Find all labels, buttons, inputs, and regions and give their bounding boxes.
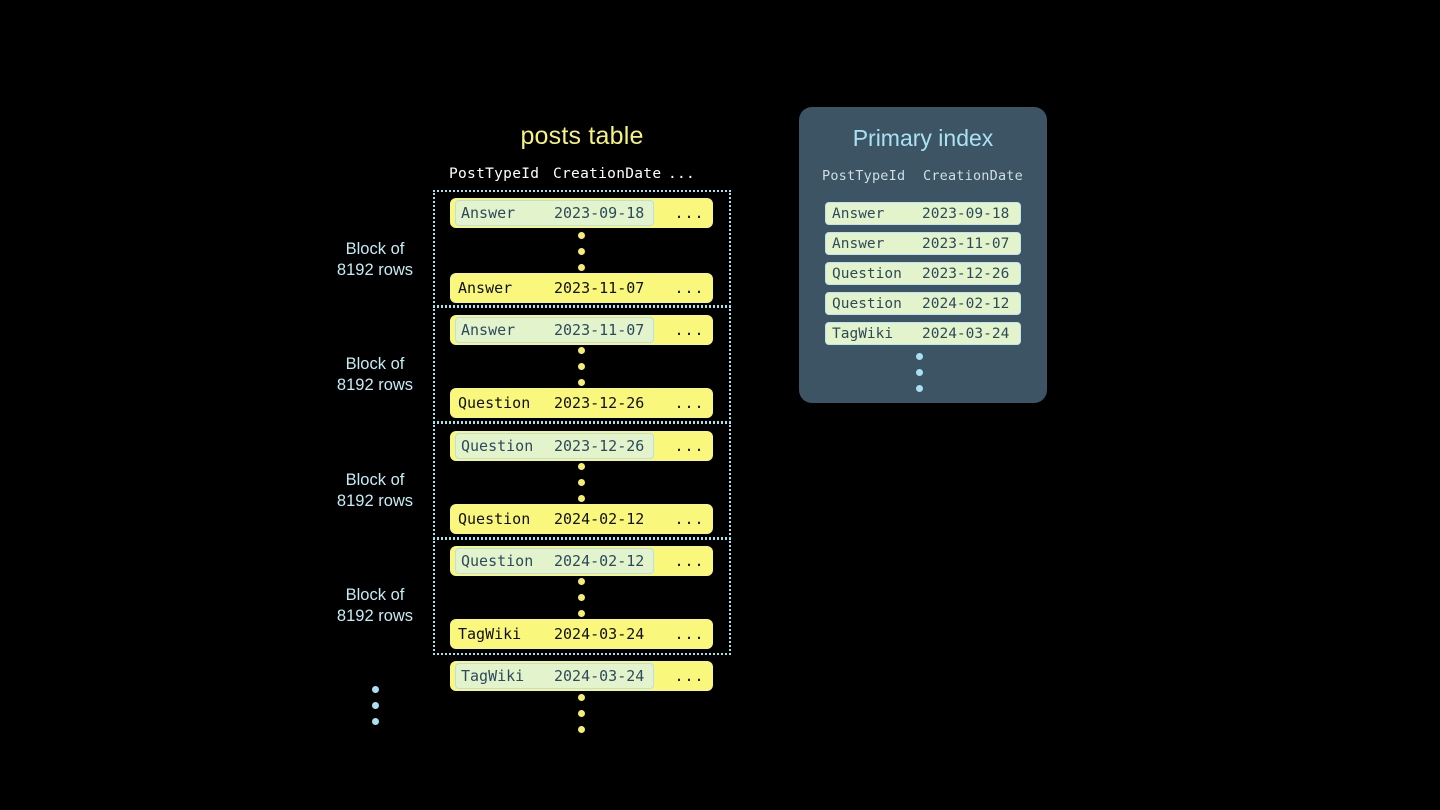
index-cell-creationdate: 2023-12-26 [922,265,1010,282]
cell-creationdate: 2023-11-07 [554,321,645,339]
row-mark-highlight [455,200,654,226]
cell-posttypeid: TagWiki [458,625,522,643]
table-row[interactable]: Question 2023-12-26 ... [450,388,713,418]
block-label-1-line2: 8192 rows [336,261,414,279]
block-label-2-line1: Block of [345,355,405,373]
index-cell-creationdate: 2023-11-07 [922,235,1010,252]
index-ellipsis-icon [912,353,926,392]
index-cell-posttypeid: Answer [832,235,885,252]
cell-posttypeid: Answer [461,321,516,339]
index-mark-row[interactable]: TagWiki 2024-03-24 [825,322,1021,345]
column-header-more: ... [668,166,696,182]
index-mark-row[interactable]: Answer 2023-09-18 [825,202,1021,225]
primary-index-column-headers: PostTypeId CreationDate [822,168,1032,184]
block-label-2-line2: 8192 rows [336,376,414,394]
cell-more: ... [674,279,705,297]
row-ellipsis-icon [574,463,588,502]
blocks-ellipsis-icon [368,686,382,725]
index-cell-posttypeid: Answer [832,205,885,222]
block-label-1: Block of 8192 rows [300,239,450,281]
table-row[interactable]: Answer 2023-11-07 ... [450,273,713,303]
index-cell-creationdate: 2023-09-18 [922,205,1010,222]
cell-more: ... [674,437,705,455]
row-ellipsis-icon [574,232,588,271]
primary-index-panel: Primary index PostTypeId CreationDate An… [799,107,1047,403]
cell-more: ... [674,204,705,222]
column-header-posttypeid: PostTypeId [449,166,540,182]
block-label-3: Block of 8192 rows [300,470,450,512]
row-mark-highlight [455,548,654,574]
index-cell-posttypeid: TagWiki [832,325,894,342]
cell-creationdate: 2023-12-26 [554,437,645,455]
cell-posttypeid: Question [458,394,531,412]
cell-more: ... [674,667,705,685]
block-label-4-line2: 8192 rows [336,607,414,625]
index-cell-creationdate: 2024-03-24 [922,325,1010,342]
index-mark-row[interactable]: Answer 2023-11-07 [825,232,1021,255]
posts-table-title: posts table [520,122,644,150]
cell-more: ... [674,625,705,643]
cell-creationdate: 2023-11-07 [554,279,645,297]
table-ellipsis-icon [574,694,588,733]
table-row[interactable]: TagWiki 2024-03-24 ... [450,661,713,691]
block-label-3-line2: 8192 rows [336,492,414,510]
index-cell-creationdate: 2024-02-12 [922,295,1010,312]
cell-creationdate: 2024-03-24 [554,667,645,685]
cell-creationdate: 2024-02-12 [554,510,645,528]
cell-creationdate: 2023-12-26 [554,394,645,412]
block-label-1-line1: Block of [345,240,405,258]
table-row[interactable]: Answer 2023-09-18 ... [450,198,713,228]
table-row[interactable]: Question 2023-12-26 ... [450,431,713,461]
column-header-creationdate: CreationDate [553,166,662,182]
index-cell-posttypeid: Question [832,265,902,282]
row-mark-highlight [455,663,654,689]
block-label-2: Block of 8192 rows [300,354,450,396]
cell-posttypeid: Answer [458,279,513,297]
block-label-4-line1: Block of [345,586,405,604]
row-ellipsis-icon [574,578,588,617]
index-cell-posttypeid: Question [832,295,902,312]
cell-creationdate: 2023-09-18 [554,204,645,222]
cell-posttypeid: Answer [461,204,516,222]
index-mark-row[interactable]: Question 2024-02-12 [825,292,1021,315]
table-row[interactable]: Answer 2023-11-07 ... [450,315,713,345]
row-mark-highlight [455,433,654,459]
block-label-4: Block of 8192 rows [300,585,450,627]
index-column-header-posttypeid: PostTypeId [822,168,906,184]
index-mark-row[interactable]: Question 2023-12-26 [825,262,1021,285]
table-row[interactable]: TagWiki 2024-03-24 ... [450,619,713,649]
cell-more: ... [674,321,705,339]
cell-more: ... [674,394,705,412]
index-column-header-creationdate: CreationDate [923,168,1023,184]
cell-posttypeid: Question [461,552,534,570]
primary-index-title: Primary index [852,125,994,151]
cell-posttypeid: TagWiki [461,667,525,685]
cell-more: ... [674,510,705,528]
cell-more: ... [674,552,705,570]
posts-table-column-headers: PostTypeId CreationDate ... [449,166,712,182]
table-row[interactable]: Question 2024-02-12 ... [450,504,713,534]
cell-posttypeid: Question [458,510,531,528]
block-label-3-line1: Block of [345,471,405,489]
block-outline-4 [433,538,731,655]
row-mark-highlight [455,317,654,343]
cell-creationdate: 2024-02-12 [554,552,645,570]
cell-creationdate: 2024-03-24 [554,625,645,643]
row-ellipsis-icon [574,347,588,386]
cell-posttypeid: Question [461,437,534,455]
table-row[interactable]: Question 2024-02-12 ... [450,546,713,576]
